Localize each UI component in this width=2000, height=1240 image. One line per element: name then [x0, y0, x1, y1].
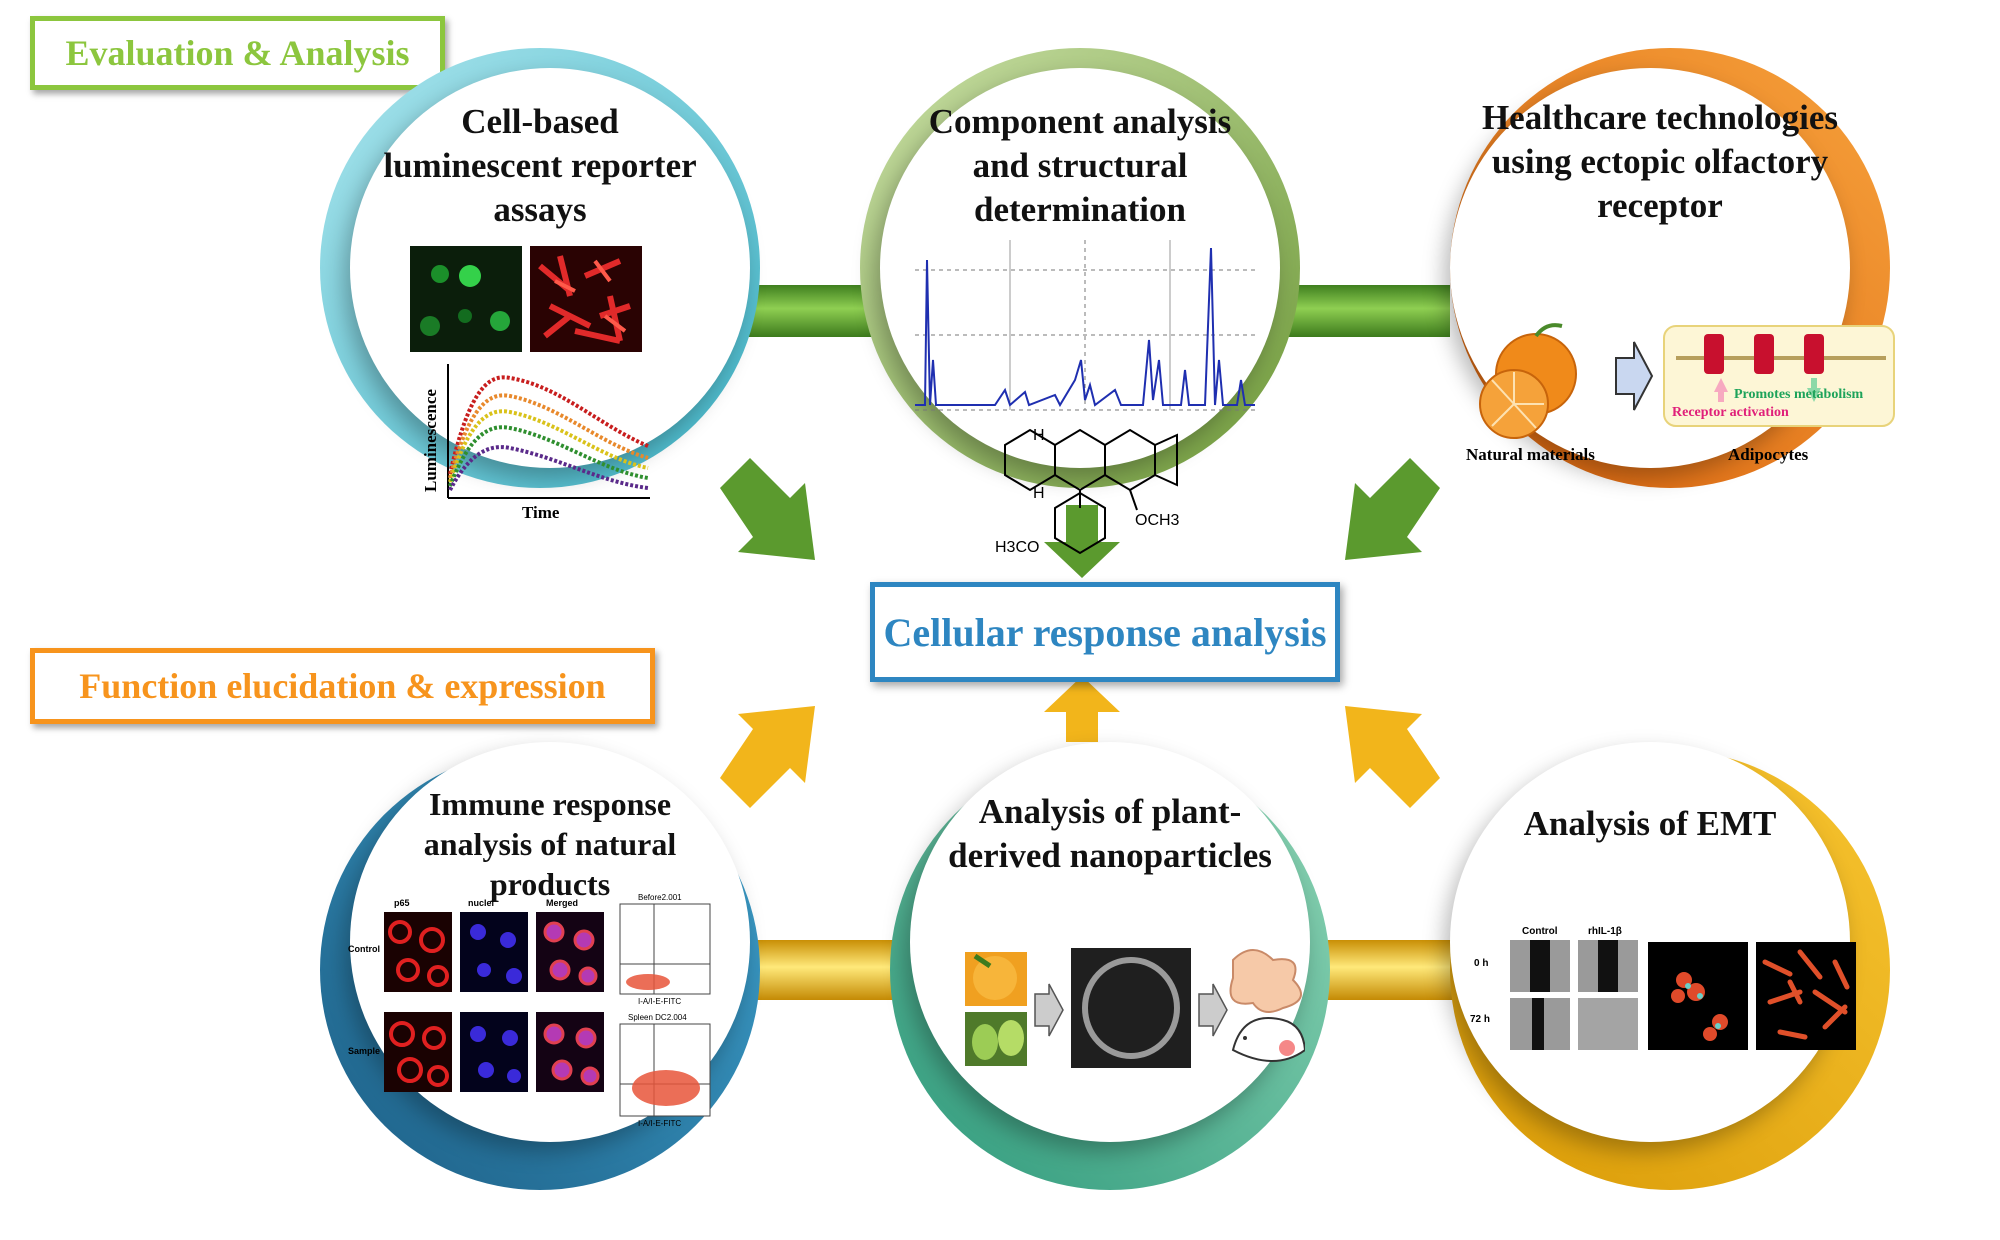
luminescent-reporter-figure: Luminescence Time: [410, 246, 650, 522]
receptor-activation-label: Receptor activation: [1672, 405, 1789, 420]
h-label-top: H: [1033, 427, 1045, 444]
luminescence-curve-red: [448, 375, 649, 475]
adipocytes-label: Adipocytes: [1728, 445, 1809, 464]
flow-bottom-axis: I-A/I-E-FITC: [638, 1119, 681, 1128]
nanoparticle-micrograph: [1071, 948, 1191, 1068]
col-header-merged: Merged: [546, 898, 578, 908]
cell-drawing: [1229, 949, 1302, 1013]
yellow-arrow-left: [720, 706, 815, 808]
flow-top-title: Before2.001: [638, 893, 682, 902]
luminescence-curve-yellow: [448, 409, 649, 483]
col-header-nuclei: nuclei: [468, 898, 494, 908]
emt-row-0h: 0 h: [1474, 958, 1488, 969]
yellow-arrow-right: [1345, 706, 1440, 808]
cellular-response-analysis-box: Cellular response analysis: [870, 582, 1340, 682]
flow-bottom-title: Spleen DC2.004: [628, 1013, 687, 1022]
emt-col-rhil1b: rhIL-1β: [1588, 926, 1622, 937]
green-arrow-middle: [1044, 505, 1120, 578]
circle-4-title: Immune response analysis of natural prod…: [423, 786, 677, 902]
chromatogram-trace: [915, 247, 1255, 408]
chemical-structure: [1004, 428, 1178, 555]
luminescence-curve-purple: [448, 445, 649, 491]
chromatogram-and-structure: OCH3 H3CO H H: [915, 240, 1255, 556]
och3-label: OCH3: [1135, 512, 1180, 529]
green-arrow-right: [1345, 458, 1440, 560]
circle-plant-nanoparticles: Analysis of plant- derived nanoparticles: [890, 742, 1330, 1192]
circle-6-title: Analysis of EMT: [1523, 804, 1777, 843]
yellow-arrow-middle: [1044, 676, 1120, 742]
flow-top-axis: I-A/I-E-FITC: [638, 997, 681, 1006]
h-label-bottom: H: [1033, 485, 1045, 502]
emt-figure: Control rhIL-1β 0 h 72 h: [1470, 926, 1856, 1050]
circle-2-title: Component analysis and structural determ…: [928, 102, 1232, 229]
immune-response-figure: p65 nuclei Merged Control Sample Bef: [348, 893, 711, 1128]
circle-luminescent-reporter-assays: Cell-based luminescent reporter assays L…: [320, 48, 760, 522]
h3co-label: H3CO: [995, 539, 1039, 556]
promotes-metabolism-label: Promotes metabolism: [1734, 387, 1864, 402]
function-elucidation-label: Function elucidation & expression: [30, 648, 655, 724]
luminescence-curve-green: [448, 425, 649, 487]
emt-row-72h: 72 h: [1470, 1014, 1490, 1025]
natural-materials-label: Natural materials: [1466, 445, 1595, 464]
row-label-control: Control: [348, 944, 380, 954]
row-label-sample: Sample: [348, 1046, 380, 1056]
time-axis-label: Time: [522, 503, 560, 522]
evaluation-analysis-label: Evaluation & Analysis: [30, 16, 445, 90]
green-arrow-left: [720, 458, 815, 560]
nanoparticle-figure: [965, 948, 1305, 1068]
olfactory-receptor-figure: Promotes metabolism Receptor activation …: [1466, 323, 1895, 464]
circle-healthcare-technologies: Healthcare technologies using ectopic ol…: [1430, 48, 1895, 488]
circle-emt-analysis: Analysis of EMT Control rhIL-1β 0 h 72 h: [1430, 742, 1890, 1192]
col-header-p65: p65: [394, 898, 410, 908]
circle-1-title: Cell-based luminescent reporter assays: [383, 102, 697, 229]
circle-3-title: Healthcare technologies using ectopic ol…: [1481, 98, 1839, 225]
green-fluorescence-image: [410, 246, 522, 352]
process-arrow: [1615, 341, 1654, 411]
emt-col-control: Control: [1522, 926, 1558, 937]
circle-5-title: Analysis of plant- derived nanoparticles: [948, 792, 1272, 875]
luminescence-axis-label: Luminescence: [421, 389, 440, 492]
circle-immune-response: Immune response analysis of natural prod…: [320, 742, 760, 1192]
circle-component-analysis: Component analysis and structural determ…: [860, 48, 1300, 556]
luminescence-curve-orange: [448, 393, 649, 479]
